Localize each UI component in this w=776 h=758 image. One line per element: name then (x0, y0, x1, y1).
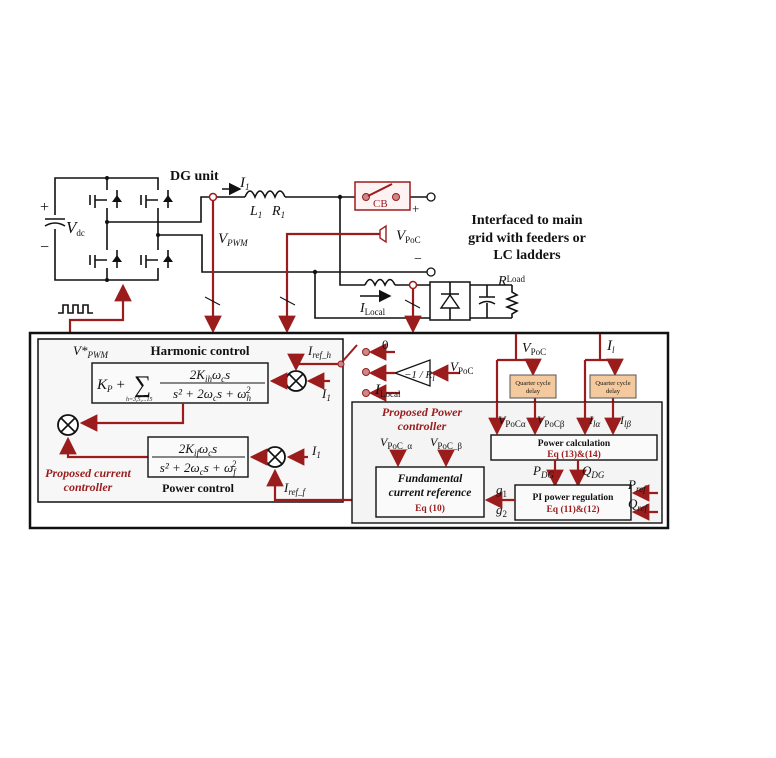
quarter-cycle-delay-vpoc: Quarter cycle delay (509, 374, 557, 399)
pwm-signal-icon (58, 304, 93, 314)
voltage-probe-icon (379, 224, 387, 244)
iref-f-label: Iref_f (283, 480, 307, 497)
il-beta-label: Ilβ (619, 413, 632, 429)
svg-text:KP+: KP+ (96, 377, 125, 394)
svg-text:PI power regulation: PI power regulation (533, 493, 615, 503)
vpwm-label: VPWM (218, 231, 248, 248)
cb-label: CB (373, 198, 388, 210)
svg-text:Eq (13)&(14): Eq (13)&(14) (547, 449, 601, 460)
vpoc-label: VPoC (396, 228, 421, 245)
vdc-label: Vdc (66, 218, 85, 238)
resistor-icon (504, 285, 520, 318)
pref-label: Pref (627, 477, 647, 494)
svg-text:∑: ∑ (134, 372, 151, 398)
ilocal-label: ILocal (359, 301, 386, 317)
svg-text:Quarter cycle: Quarter cycle (515, 380, 550, 387)
fund-vpoc-alpha-label: VPoC_α (380, 435, 412, 451)
fund-vpoc-beta-label: VPoC_β (430, 435, 462, 451)
vpoc-beta-label: VPoCβ (537, 413, 565, 429)
inductor-local-icon (364, 278, 396, 287)
circuit-breaker[interactable]: CB (354, 181, 411, 211)
il-alpha-label: Ilα (588, 413, 601, 429)
current-controller-label-2: controller (64, 480, 113, 494)
power-controller-label-2: controller (398, 419, 447, 433)
harmonic-summing-junction (285, 370, 307, 392)
svg-text:2Kifωcs: 2Kifωcs (179, 441, 217, 458)
gain-label: −1 / Rl (404, 369, 435, 383)
i1-feedback-power: I1 (311, 443, 321, 460)
iref-h-label: Iref_h (307, 343, 332, 360)
harmonic-transfer-function: KP+ ∑ h=3,5,...15 2Kihωcs s² + 2ωcs + ωh… (91, 362, 269, 404)
inverter-bridge (44, 176, 177, 282)
svg-text:Eq (10): Eq (10) (415, 503, 445, 514)
gain-block (393, 359, 431, 387)
svg-text:Power calculation: Power calculation (538, 439, 611, 449)
current-controller-label-1: Proposed current (45, 466, 131, 480)
power-calculation-block: Power calculation Eq (13)&(14) (490, 434, 658, 461)
terminal-minus-sign: − (414, 252, 422, 267)
gain-vpoc-label: VPoC (450, 359, 473, 376)
svg-text:s² + 2ωcs + ωh2: s² + 2ωcs + ωh2 (173, 385, 251, 403)
grid-note-line3: LC ladders (493, 248, 561, 263)
vpoc-sense-line (278, 232, 380, 334)
switch-ilocal-label: ILocal (374, 382, 401, 399)
g1-label: g1 (496, 482, 507, 499)
svg-text:Quarter cycle: Quarter cycle (595, 380, 630, 387)
svg-text:current reference: current reference (389, 487, 472, 499)
svg-text:h=3,5,...15: h=3,5,...15 (126, 397, 153, 403)
svg-text:delay: delay (526, 388, 541, 395)
svg-text:2Kihωcs: 2Kihωcs (190, 367, 230, 384)
svg-text:delay: delay (606, 388, 621, 395)
l1-label: L1 (249, 204, 262, 220)
power-transfer-function: 2Kifωcs s² + 2ωcs + ωf2 (147, 436, 249, 478)
vpoc-input-label: VPoC (522, 341, 546, 357)
vpwm-ref-label: V*PWM (73, 343, 108, 360)
fundamental-current-reference-block: Fundamental current reference Eq (10) (375, 466, 485, 518)
local-load (429, 281, 520, 321)
grid-note-line1: Interfaced to main (471, 213, 582, 228)
inductor-l1-icon (244, 190, 286, 200)
vpoc-signal-lines (495, 334, 537, 433)
svg-text:Fundamental: Fundamental (397, 473, 463, 485)
capacitor-icon (44, 215, 67, 229)
rload-label: RLoad (497, 274, 526, 289)
pi-power-regulation-block: PI power regulation Eq (11)&(12) (514, 484, 632, 521)
power-summing-junction (264, 446, 286, 468)
power-controller-label-1: Proposed Power (382, 405, 463, 419)
svg-text:Eq (11)&(12): Eq (11)&(12) (546, 504, 599, 515)
r1-label: R1 (271, 204, 285, 220)
power-control-title: Power control (162, 481, 235, 495)
il-input-label: Il (606, 338, 615, 355)
quarter-cycle-delay-il: Quarter cycle delay (589, 374, 637, 399)
zero-input-label: 0 (382, 337, 389, 352)
output-summing-junction (57, 414, 79, 436)
harmonic-control-title: Harmonic control (150, 343, 249, 358)
terminal-plus (426, 192, 436, 202)
dg-unit-title: DG unit (170, 169, 219, 184)
i1-label: I1 (239, 175, 250, 192)
g2-label: g2 (496, 502, 507, 519)
terminal-minus (426, 267, 436, 277)
i1-feedback-harmonic: I1 (321, 386, 331, 403)
plus-sign: + (40, 199, 49, 216)
vpoc-alpha-label: VPoCα (498, 413, 526, 429)
svg-text:s² + 2ωcs + ωf2: s² + 2ωcs + ωf2 (160, 459, 237, 477)
il-signal-lines (583, 334, 617, 433)
terminal-plus-sign: + (412, 201, 419, 216)
mosfet-icon (88, 190, 177, 268)
qdg-label: QDG (582, 463, 605, 480)
grid-note-line2: grid with feeders or (468, 231, 586, 246)
qref-label: Qref (628, 496, 649, 513)
minus-sign: − (40, 239, 49, 256)
pdg-label: PDG (532, 463, 554, 480)
